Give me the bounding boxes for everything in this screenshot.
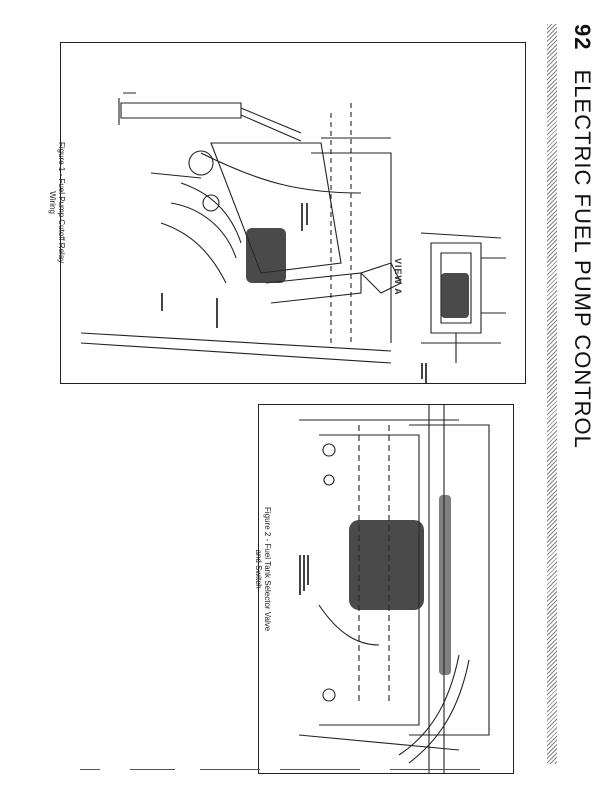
header-hatch-left [547, 24, 557, 764]
figure-2-caption: Figure 2 - Fuel Tank Selector Valve and … [254, 507, 272, 631]
figure-2-caption-line1: Figure 2 - Fuel Tank Selector Valve [263, 507, 272, 632]
figure-2-frame [258, 404, 514, 774]
figure-1-illustration [80, 92, 506, 383]
figure-1-caption-line1: Figure 1 - Fuel Pump Cutoff Relay [57, 142, 66, 264]
page-header: 92 ELECTRIC FUEL PUMP CONTROL [547, 24, 597, 764]
footer-scan-marks [60, 766, 510, 774]
page-number: 92 [570, 24, 595, 51]
figure-1-frame: VIEW A [60, 42, 526, 384]
view-a-label: VIEW A [393, 258, 403, 296]
figure-1-caption-line2: Wiring [48, 191, 57, 214]
header-rotated-text: 92 ELECTRIC FUEL PUMP CONTROL [569, 24, 595, 449]
header-text-block: 92 ELECTRIC FUEL PUMP CONTROL [561, 24, 595, 764]
figure-1-caption: Figure 1 - Fuel Pump Cutoff Relay Wiring [48, 142, 66, 263]
page-title: ELECTRIC FUEL PUMP CONTROL [570, 69, 595, 449]
figure-2-illustration [298, 405, 490, 773]
figure-2-caption-line2: and Switch [254, 549, 263, 589]
